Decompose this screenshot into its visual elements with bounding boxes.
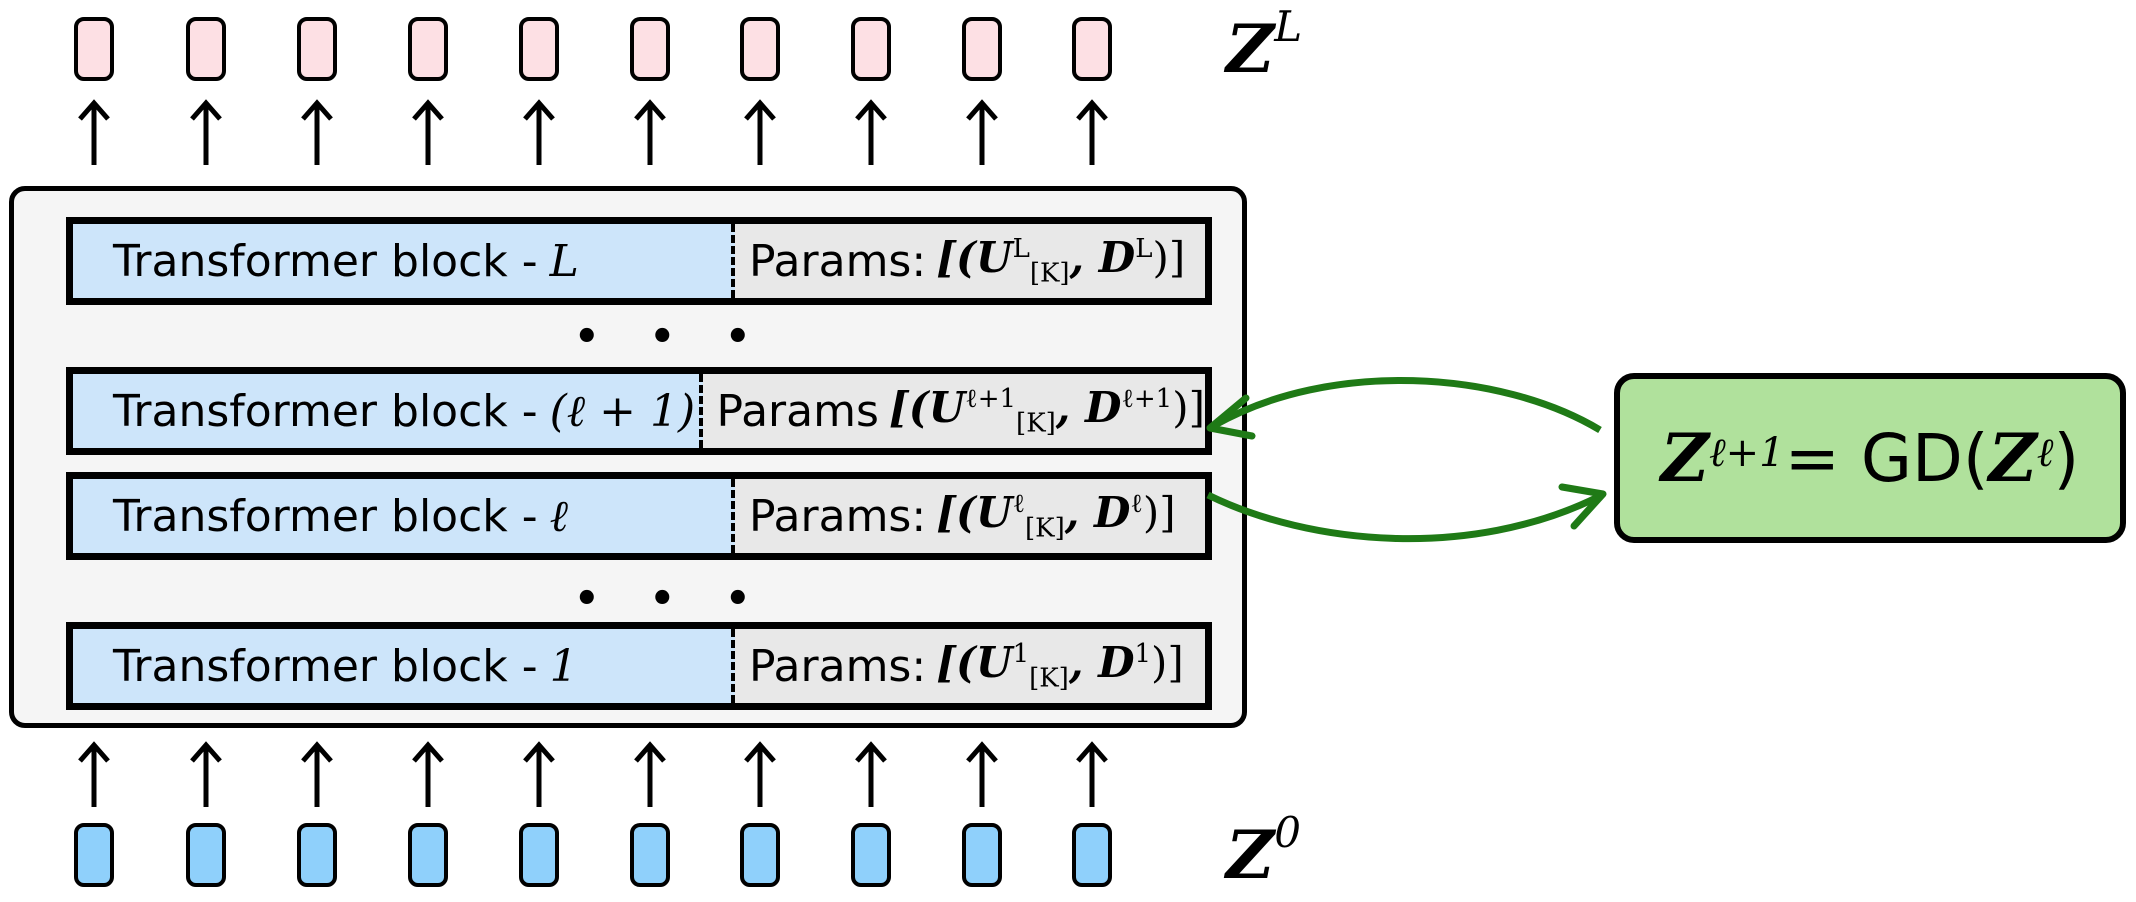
input-token: [851, 823, 891, 887]
input-token: [962, 823, 1002, 887]
output-token: [630, 17, 670, 81]
z-bottom-label: Z0: [1226, 808, 1301, 894]
block-index: (ℓ + 1): [549, 385, 696, 437]
input-arrow: [740, 741, 780, 809]
output-arrow: [1072, 99, 1112, 167]
output-token: [1072, 17, 1112, 81]
input-arrow: [962, 741, 1002, 809]
ellipsis-bottom: • • •: [574, 576, 769, 622]
output-arrow: [297, 99, 337, 167]
arrowhead-to-gd-box: [1558, 483, 1607, 530]
curve-arrow-to-gd-box: [1206, 491, 1600, 543]
input-arrow: [1072, 741, 1112, 809]
params-label: Params:: [749, 235, 927, 287]
output-token: [851, 17, 891, 81]
input-arrow: [297, 741, 337, 809]
output-arrow: [851, 99, 891, 167]
transformer-block-L: Transformer block - L Params: [(UL[K], D…: [66, 217, 1212, 305]
input-arrow: [519, 741, 559, 809]
block-name: Transformer block -: [113, 385, 538, 437]
output-arrow: [630, 99, 670, 167]
transformer-block-l-plus-1: Transformer block - (ℓ + 1) Params [(Uℓ+…: [66, 367, 1212, 455]
block-name: Transformer block -: [113, 640, 538, 692]
output-arrow: [962, 99, 1002, 167]
z-top-label: ZL: [1226, 2, 1303, 88]
output-arrow: [519, 99, 559, 167]
output-token: [408, 17, 448, 81]
input-token: [740, 823, 780, 887]
output-arrow: [186, 99, 226, 167]
params-label: Params:: [749, 640, 927, 692]
block-index: 1: [549, 640, 578, 692]
output-token: [297, 17, 337, 81]
input-arrow: [630, 741, 670, 809]
block-name: Transformer block -: [113, 490, 538, 542]
params-expr: [(Uℓ[K], Dℓ)]: [936, 488, 1176, 544]
input-arrow: [408, 741, 448, 809]
transformer-block-1: Transformer block - 1 Params: [(U1[K], D…: [66, 622, 1212, 710]
output-arrow: [740, 99, 780, 167]
ellipsis-top: • • •: [574, 314, 769, 360]
output-token: [519, 17, 559, 81]
params-expr: [(UL[K], DL)]: [936, 233, 1186, 289]
output-token: [186, 17, 226, 81]
transformer-block-l: Transformer block - ℓ Params: [(Uℓ[K], D…: [66, 472, 1212, 560]
block-name: Transformer block -: [113, 235, 538, 287]
input-token: [519, 823, 559, 887]
input-arrow: [186, 741, 226, 809]
block-index: ℓ: [549, 490, 568, 542]
input-token: [186, 823, 226, 887]
input-token: [408, 823, 448, 887]
output-arrow: [408, 99, 448, 167]
input-arrow: [74, 741, 114, 809]
block-index: L: [549, 235, 579, 287]
output-arrow: [74, 99, 114, 167]
transformer-stack: Transformer block - L Params: [(UL[K], D…: [9, 186, 1247, 728]
curve-arrow-to-block-l-plus-1: [1213, 376, 1602, 434]
input-token: [74, 823, 114, 887]
params-expr: [(U1[K], D1)]: [936, 638, 1184, 694]
input-token: [297, 823, 337, 887]
output-token: [740, 17, 780, 81]
params-label: Params:: [749, 490, 927, 542]
input-arrow: [851, 741, 891, 809]
input-token: [630, 823, 670, 887]
input-token: [1072, 823, 1112, 887]
output-token: [74, 17, 114, 81]
output-token: [962, 17, 1002, 81]
params-label: Params: [716, 385, 879, 437]
params-expr: [(Uℓ+1[K], Dℓ+1)]: [888, 383, 1205, 439]
